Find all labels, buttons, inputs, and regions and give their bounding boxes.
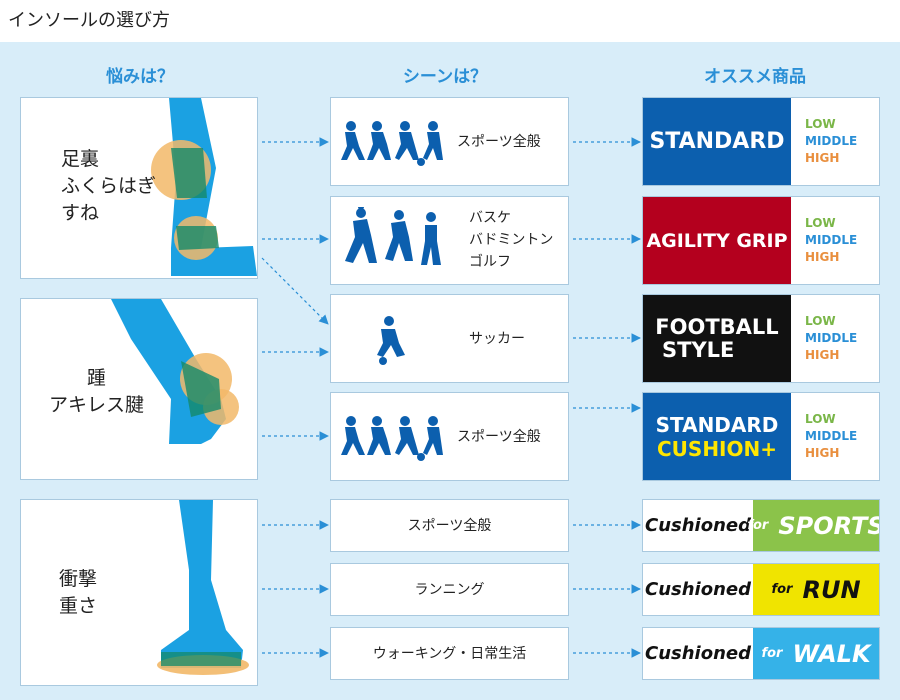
product-cushioned-run[interactable]: Cushioned for RUN xyxy=(642,563,880,616)
cushioned-sports-brand: Cushioned xyxy=(645,515,751,536)
soccer-icon xyxy=(377,316,405,365)
product-standard-cushion-line2: CUSHION+ xyxy=(657,436,777,461)
concern-box-3[interactable]: 衝撃 重さ xyxy=(20,499,258,686)
level-high: HIGH xyxy=(805,250,840,264)
product-standard[interactable]: STANDARD LOW MIDDLE HIGH xyxy=(642,97,880,186)
level-low: LOW xyxy=(805,412,836,426)
product-agility-grip-logo: AGILITY GRIP xyxy=(643,197,791,284)
product-agility-grip-levels: LOW MIDDLE HIGH xyxy=(805,215,857,266)
concern-3-line-2: 重さ xyxy=(59,595,98,617)
product-standard-name: STANDARD xyxy=(649,129,785,154)
cushioned-sports-name: SPORTS xyxy=(778,511,880,540)
scene-box-5[interactable]: スポーツ全般 xyxy=(330,499,569,552)
concern-2-line-2: アキレス腱 xyxy=(49,394,145,416)
cushioned-sports-for: for xyxy=(747,518,769,533)
scene-6-label: ランニング xyxy=(414,582,485,598)
concern-1-line-1: 足裏 xyxy=(61,148,100,170)
header-scene: シーンは？ xyxy=(402,67,488,87)
cushioned-run-label: for RUN xyxy=(753,564,879,615)
level-middle: MIDDLE xyxy=(805,429,858,443)
product-standard-levels: LOW MIDDLE HIGH xyxy=(805,116,857,167)
product-agility-grip-name: AGILITY GRIP xyxy=(646,229,788,252)
level-low: LOW xyxy=(805,314,836,328)
header-product: オススメ商品 xyxy=(704,67,806,87)
leg-illustration-2 xyxy=(111,299,239,444)
level-high: HIGH xyxy=(805,446,840,460)
level-low: LOW xyxy=(805,216,836,230)
product-cushioned-sports[interactable]: Cushioned for SPORTS xyxy=(642,499,880,552)
scene-2-line-2: バドミントン xyxy=(469,232,554,248)
product-cushioned-walk[interactable]: Cushioned for WALK xyxy=(642,627,880,680)
concern-3-line-1: 衝撃 xyxy=(59,568,98,590)
product-football-style-line1: FOOTBALL xyxy=(655,314,779,339)
concern-1-line-3: すね xyxy=(61,202,100,224)
product-football-style-line2: STYLE xyxy=(662,337,735,362)
product-football-style-levels: LOW MIDDLE HIGH xyxy=(805,313,857,364)
scene-box-1[interactable]: スポーツ全般 xyxy=(330,97,569,186)
concern-2-line-1: 踵 xyxy=(87,367,107,389)
concern-box-1[interactable]: 足裏 ふくらはぎ すね xyxy=(20,97,258,279)
product-standard-cushion[interactable]: STANDARD CUSHION+ LOW MIDDLE HIGH xyxy=(642,392,880,481)
cushioned-walk-brand: Cushioned xyxy=(645,643,751,664)
cushioned-walk-for: for xyxy=(761,646,783,661)
scene-5-label: スポーツ全般 xyxy=(407,518,492,534)
leg-illustration-3 xyxy=(157,500,249,675)
scene-box-3[interactable]: サッカー xyxy=(330,294,569,383)
concern-1-line-2: ふくらはぎ xyxy=(61,175,157,197)
scene-box-6[interactable]: ランニング xyxy=(330,563,569,616)
sport-icons-4 xyxy=(341,416,443,461)
header-concern: 悩みは？ xyxy=(106,67,174,87)
scene-box-2[interactable]: バスケ バドミントン ゴルフ xyxy=(330,196,569,285)
cushioned-sports-label: for SPORTS xyxy=(747,500,880,551)
level-high: HIGH xyxy=(805,348,840,362)
concern-box-2[interactable]: 踵 アキレス腱 xyxy=(20,298,258,480)
product-football-style-logo: FOOTBALL STYLE xyxy=(643,295,791,382)
scene-box-7[interactable]: ウォーキング・日常生活 xyxy=(330,627,569,680)
product-football-style[interactable]: FOOTBALL STYLE LOW MIDDLE HIGH xyxy=(642,294,880,383)
level-low: LOW xyxy=(805,117,836,131)
scene-3-label: サッカー xyxy=(469,331,525,347)
cushioned-run-brand: Cushioned xyxy=(645,579,751,600)
scene-7-label: ウォーキング・日常生活 xyxy=(372,646,527,662)
product-agility-grip[interactable]: AGILITY GRIP LOW MIDDLE HIGH xyxy=(642,196,880,285)
arrow-c1-s3 xyxy=(261,257,329,325)
cushioned-walk-label: for WALK xyxy=(753,628,879,679)
cushioned-run-name: RUN xyxy=(802,575,861,604)
leg-illustration-1 xyxy=(151,98,257,276)
cushioned-run-for: for xyxy=(771,582,793,597)
level-middle: MIDDLE xyxy=(805,331,858,345)
sport-icons-2 xyxy=(345,207,441,265)
level-middle: MIDDLE xyxy=(805,134,858,148)
scene-4-label: スポーツ全般 xyxy=(457,429,541,445)
level-high: HIGH xyxy=(805,151,840,165)
product-standard-logo: STANDARD xyxy=(643,98,791,185)
page-title: インソールの選び方 xyxy=(8,10,170,31)
scene-1-label: スポーツ全般 xyxy=(457,134,541,150)
cushioned-walk-name: WALK xyxy=(792,639,871,668)
product-standard-cushion-logo: STANDARD CUSHION+ xyxy=(643,393,791,480)
level-middle: MIDDLE xyxy=(805,233,858,247)
product-standard-cushion-levels: LOW MIDDLE HIGH xyxy=(805,411,857,462)
scene-2-line-1: バスケ xyxy=(469,210,511,226)
scene-box-4[interactable]: スポーツ全般 xyxy=(330,392,569,481)
sport-icons-1 xyxy=(341,121,443,166)
product-standard-cushion-line1: STANDARD xyxy=(655,412,779,437)
scene-2-line-3: ゴルフ xyxy=(469,254,511,270)
